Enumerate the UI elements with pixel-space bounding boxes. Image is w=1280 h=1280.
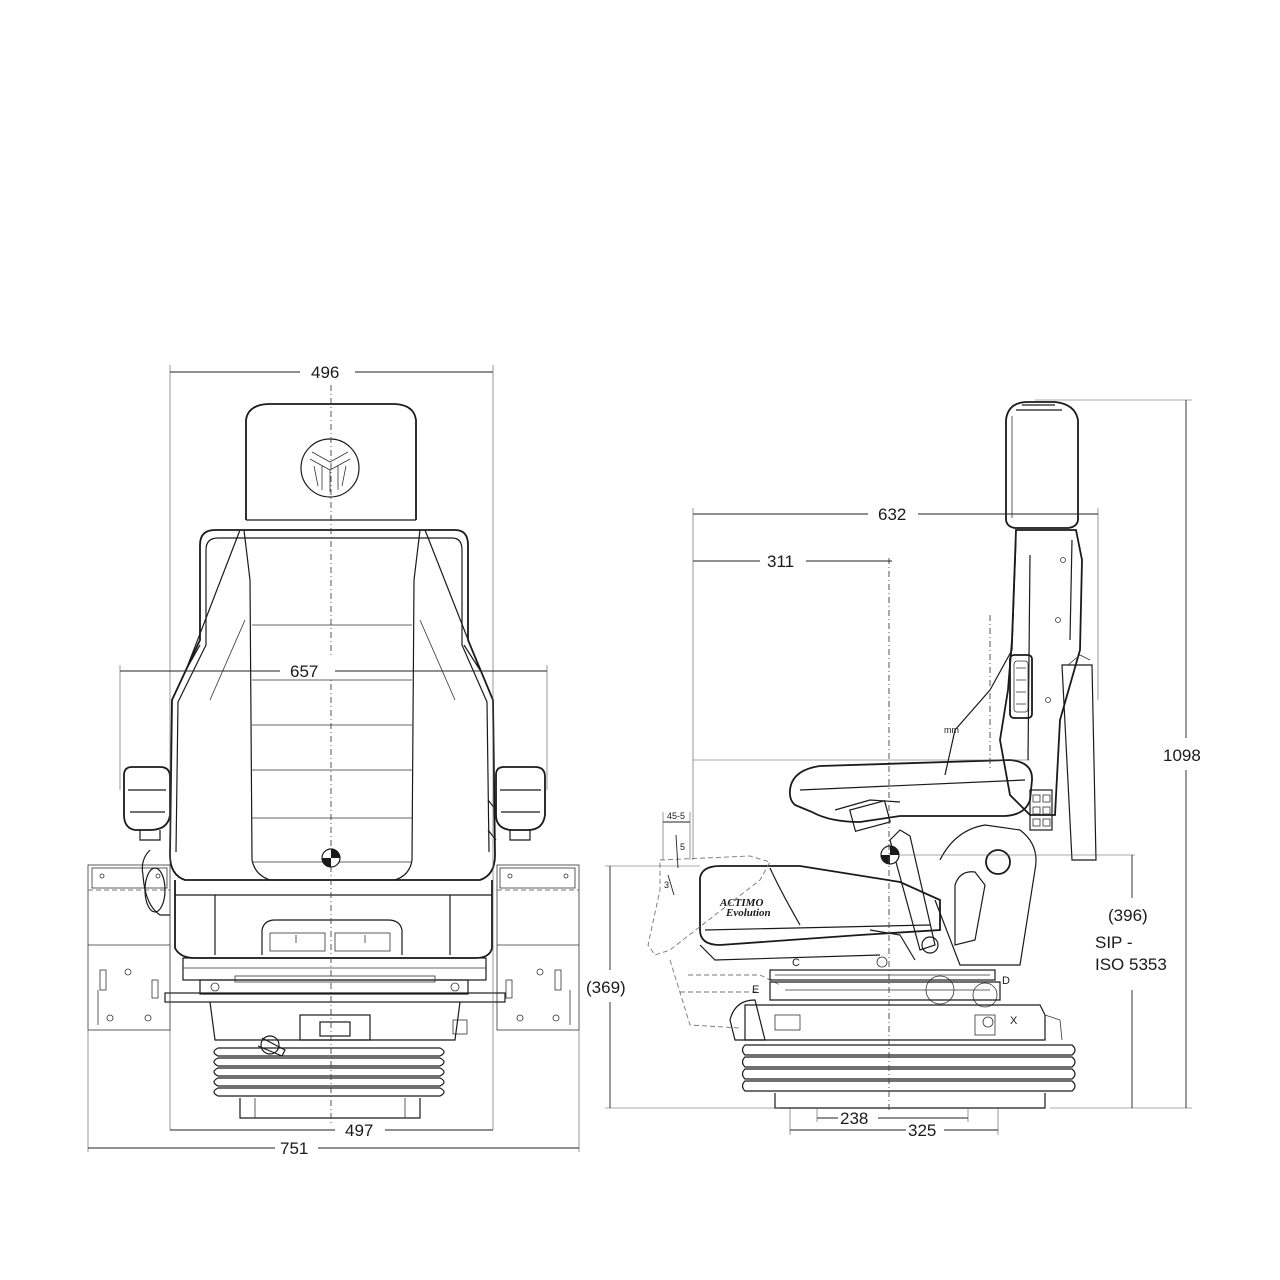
dim-armrest-span-label: 657 (290, 662, 318, 681)
tilt-angle-5-label: 5 (680, 842, 685, 852)
front-headrest (245, 403, 417, 521)
point-e-label: E (752, 984, 759, 996)
front-seat-cushion (174, 880, 493, 959)
side-view: mm ACTIMO Evolution (586, 399, 1201, 1140)
dim-base-rails: 238 325 (789, 1108, 999, 1140)
side-sip-marker-icon (880, 845, 900, 865)
dim-backrest-width: 496 (169, 363, 494, 1130)
sip-center-marker-icon (321, 848, 341, 868)
dim-overall-depth-label: 632 (878, 505, 906, 524)
point-labels: C D E X (752, 957, 1018, 1027)
sip-label-line2: ISO 5353 (1095, 955, 1167, 974)
side-linkage (869, 824, 1037, 1008)
front-seat-base (164, 957, 506, 1003)
dim-overall-depth: 632 (692, 505, 1099, 860)
dim-overall-height-label: 1098 (1163, 746, 1201, 765)
point-c-label: C (792, 957, 800, 969)
tilt-annotations: 45-5 5 3 (662, 811, 691, 896)
front-right-armrest (487, 766, 546, 841)
right-mount-bracket (496, 864, 580, 1031)
dim-sip-height-label: (396) (1108, 906, 1148, 925)
side-armrest (788, 759, 1033, 833)
grammer-logo-icon (300, 438, 360, 498)
side-headrest (1005, 401, 1079, 529)
side-ghost-position (647, 855, 781, 1029)
side-backrest: mm (944, 529, 1097, 861)
dim-overall-width-label: 751 (280, 1139, 308, 1158)
dim-base-width-label: 497 (345, 1121, 373, 1140)
dim-sip-horizontal-label: 311 (767, 552, 794, 571)
side-seat-cushion: ACTIMO Evolution (699, 865, 941, 961)
dim-seat-height: (369) (586, 866, 780, 1109)
tilt-adjust-45-label: 45-5 (667, 811, 685, 821)
dim-sip-height: (396) SIP - ISO 5353 (1095, 855, 1167, 1108)
point-x-label: X (1010, 1015, 1018, 1027)
dim-backrest-width-label: 496 (311, 363, 339, 382)
point-d-label: D (1002, 975, 1010, 987)
side-reference-lines (605, 558, 1135, 1110)
front-suspension (209, 1001, 468, 1119)
brand-line1: ACTIMO (719, 897, 763, 909)
dim-base-rail-1-label: 238 (840, 1109, 868, 1128)
small-mark-label: mm (944, 725, 959, 735)
side-base-frame (729, 969, 1076, 1109)
side-control-switches (1029, 789, 1053, 831)
dim-base-width: 497 (170, 1121, 493, 1140)
dim-overall-width: 751 (87, 1030, 580, 1158)
front-backrest (169, 529, 496, 881)
dim-sip-horizontal: 311 (693, 552, 892, 571)
sip-label-line1: SIP - (1095, 933, 1132, 952)
dim-armrest-span: 657 (119, 656, 548, 790)
front-view: 496 657 497 751 (87, 363, 580, 1158)
left-mount-bracket (87, 864, 171, 1031)
dim-seat-height-label: (369) (586, 978, 626, 997)
tilt-angle-3-label: 3 (664, 880, 669, 890)
brand-line2: Evolution (725, 907, 771, 919)
dim-overall-height: 1098 (1035, 399, 1201, 1109)
front-left-armrest (123, 766, 171, 916)
dim-base-rail-2-label: 325 (908, 1121, 936, 1140)
